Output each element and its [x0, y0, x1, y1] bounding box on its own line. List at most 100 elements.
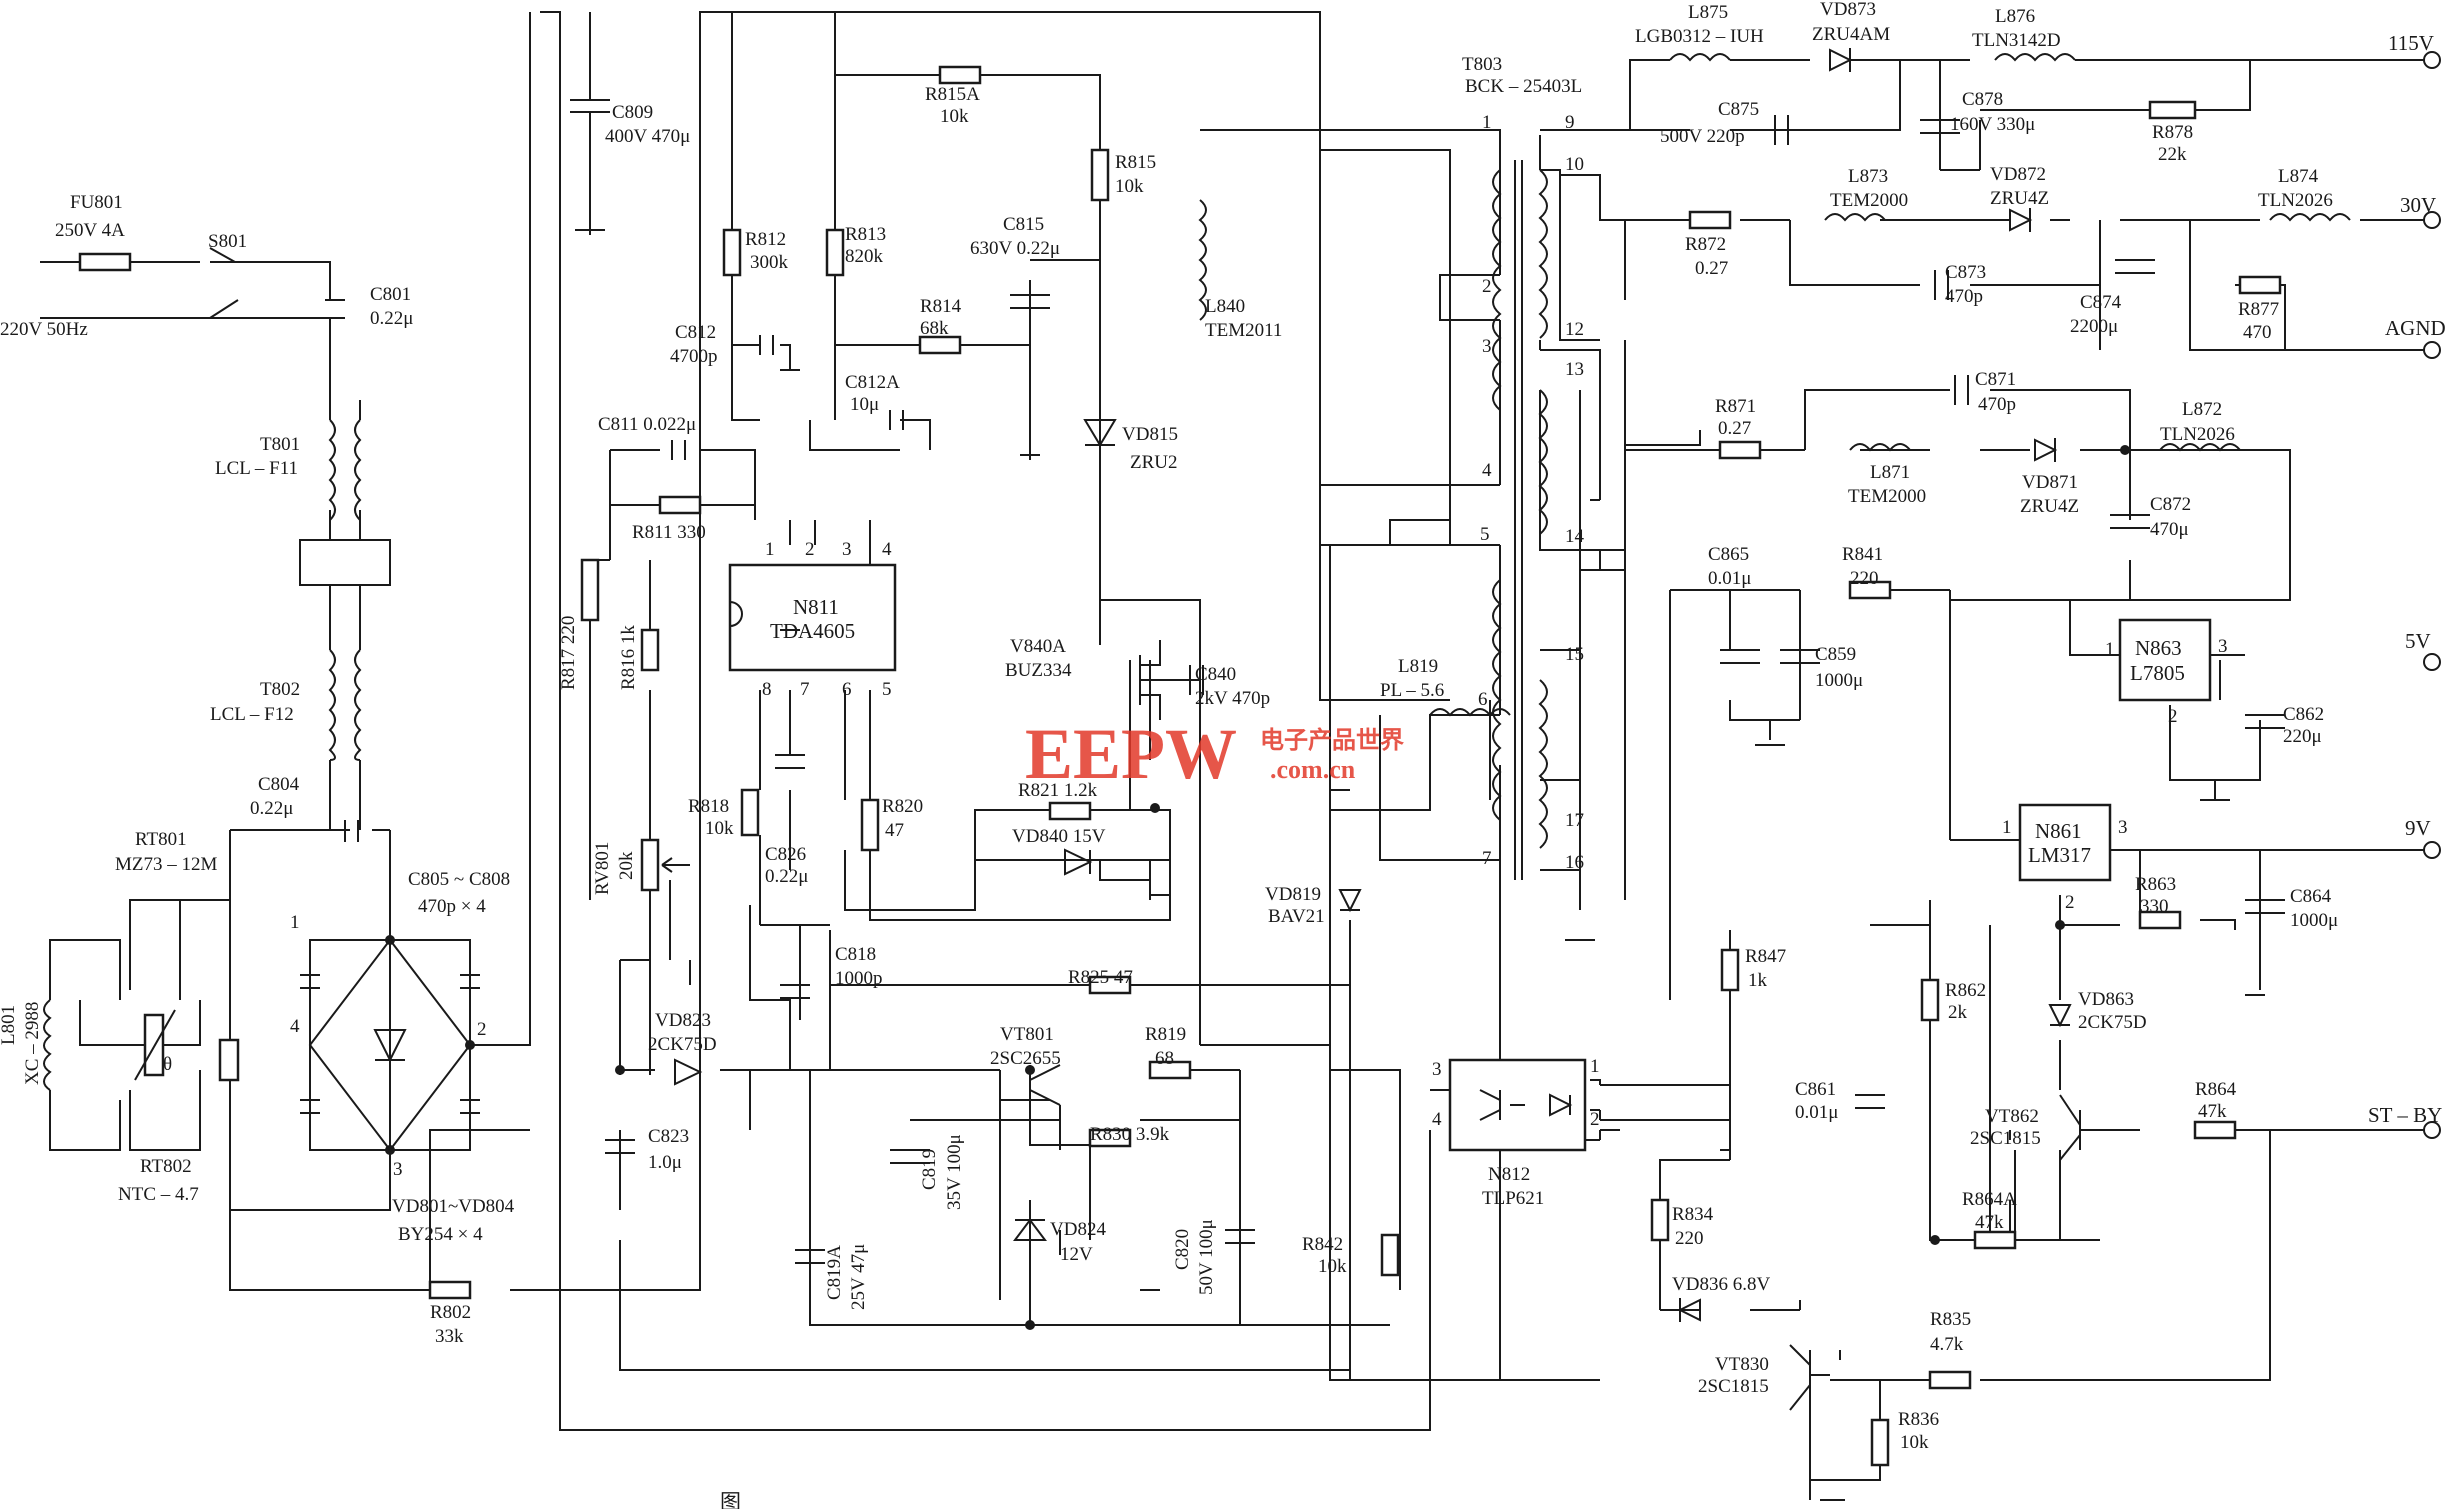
svg-text:1000μ: 1000μ [2290, 910, 2338, 931]
svg-text:115V: 115V [2388, 31, 2434, 55]
svg-text:RT801: RT801 [135, 829, 187, 850]
svg-text:L819: L819 [1398, 656, 1438, 677]
svg-text:3: 3 [1482, 336, 1492, 357]
svg-text:BY254 × 4: BY254 × 4 [398, 1224, 483, 1245]
svg-text:R878: R878 [2152, 122, 2193, 143]
svg-text:VD873: VD873 [1820, 0, 1876, 20]
resistor-r878 [2148, 100, 2197, 120]
diode-vd872 [2009, 208, 2033, 232]
svg-text:R871: R871 [1715, 396, 1756, 417]
svg-text:C823: C823 [648, 1126, 689, 1147]
svg-text:R817 220: R817 220 [558, 616, 579, 690]
svg-text:4.7k: 4.7k [1930, 1334, 1964, 1355]
svg-text:R813: R813 [845, 224, 886, 245]
svg-text:MZ73 – 12M: MZ73 – 12M [115, 854, 218, 875]
svg-text:68k: 68k [920, 318, 949, 339]
capacitor-c820 [1225, 1229, 1255, 1244]
resistor-r818 [740, 788, 760, 837]
capacitor-c812a [889, 410, 904, 430]
capacitor-c801 [325, 299, 345, 319]
svg-text:2: 2 [2065, 892, 2075, 913]
svg-text:R812: R812 [745, 229, 786, 250]
svg-text:C819A: C819A [824, 1245, 845, 1300]
svg-text:C811 0.022μ: C811 0.022μ [598, 414, 696, 435]
svg-text:FU801: FU801 [70, 192, 123, 213]
wires [40, 11, 2440, 1500]
svg-text:L871: L871 [1870, 462, 1910, 483]
svg-text:N811: N811 [793, 595, 839, 619]
svg-text:160V 330μ: 160V 330μ [1950, 114, 2035, 135]
resistor-r864 [2193, 1120, 2237, 1140]
ic-n861 [2018, 803, 2112, 882]
resistor-r812 [722, 228, 742, 277]
svg-text:10k: 10k [705, 818, 734, 839]
svg-text:C820: C820 [1172, 1229, 1193, 1270]
svg-text:ZRU4AM: ZRU4AM [1812, 24, 1890, 45]
svg-text:C861: C861 [1795, 1079, 1836, 1100]
capacitor-c865 [1720, 649, 1760, 664]
diode-vd819 [1338, 889, 1362, 913]
svg-text:R835: R835 [1930, 1309, 1971, 1330]
capacitor-c878 [1920, 119, 1960, 134]
svg-text:2: 2 [1482, 276, 1492, 297]
svg-text:2CK75D: 2CK75D [2078, 1012, 2147, 1033]
svg-text:0.22μ: 0.22μ [765, 866, 808, 887]
svg-text:220: 220 [1850, 568, 1879, 589]
svg-text:47k: 47k [2198, 1101, 2227, 1122]
svg-text:10μ: 10μ [850, 394, 879, 415]
svg-text:1: 1 [1482, 112, 1492, 133]
diode-vd871 [2034, 438, 2058, 462]
svg-text:12V: 12V [1060, 1244, 1093, 1265]
svg-text:R819: R819 [1145, 1024, 1186, 1045]
svg-text:VD819: VD819 [1265, 884, 1321, 905]
choke-t801-b [354, 419, 362, 521]
svg-text:470p: 470p [1945, 286, 1983, 307]
svg-text:9V: 9V [2405, 816, 2431, 840]
svg-text:1.0μ: 1.0μ [648, 1152, 682, 1173]
svg-text:EEPW: EEPW [1025, 714, 1237, 794]
svg-text:2SC2655: 2SC2655 [990, 1048, 1061, 1069]
svg-text:TEM2011: TEM2011 [1205, 320, 1282, 341]
svg-text:6: 6 [842, 679, 852, 700]
svg-text:T801: T801 [260, 434, 300, 455]
zener-vd836 [1677, 1298, 1701, 1322]
svg-text:10k: 10k [1115, 176, 1144, 197]
svg-text:5: 5 [882, 679, 892, 700]
resistor-r842 [1380, 1233, 1400, 1277]
svg-text:R830 3.9k: R830 3.9k [1090, 1124, 1170, 1145]
svg-text:V840A: V840A [1010, 636, 1066, 657]
svg-text:ST – BY: ST – BY [2368, 1103, 2442, 1127]
fuse-fu801 [78, 252, 132, 272]
resistor-r862 [1920, 978, 1940, 1022]
diode-vd823 [674, 1058, 703, 1086]
bridge-diode-symbol [373, 1029, 407, 1063]
svg-text:R821 1.2k: R821 1.2k [1018, 780, 1098, 801]
svg-text:1000μ: 1000μ [1815, 670, 1863, 691]
svg-text:50V 100μ: 50V 100μ [1196, 1219, 1217, 1295]
resistor-r820 [860, 798, 880, 852]
svg-text:R834: R834 [1672, 1204, 1714, 1225]
svg-text:R814: R814 [920, 296, 962, 317]
transformer-t803-secondary-mid [1538, 389, 1548, 535]
svg-text:TLN2026: TLN2026 [2258, 190, 2333, 211]
svg-text:8: 8 [762, 679, 772, 700]
ic-n863 [2118, 618, 2212, 702]
svg-text:C864: C864 [2290, 886, 2332, 907]
svg-text:TEM2000: TEM2000 [1848, 486, 1926, 507]
svg-text:VD836 6.8V: VD836 6.8V [1672, 1274, 1770, 1295]
svg-text:C805 ~ C808: C805 ~ C808 [408, 869, 510, 890]
svg-text:L801: L801 [0, 1005, 19, 1045]
svg-text:0.01μ: 0.01μ [1795, 1102, 1838, 1123]
svg-text:ZRU2: ZRU2 [1130, 452, 1178, 473]
svg-text:10k: 10k [940, 106, 969, 127]
svg-text:20k: 20k [616, 851, 637, 880]
svg-text:9: 9 [1565, 112, 1575, 133]
inductor-l872 [2159, 443, 2241, 452]
transformer-t803-primary-lower [1492, 579, 1502, 821]
diode-vd815 [1083, 419, 1117, 447]
diode-vd863 [2048, 1004, 2072, 1028]
capacitor-c873 [1934, 270, 1949, 300]
svg-text:470p: 470p [1978, 394, 2016, 415]
svg-text:C815: C815 [1003, 214, 1044, 235]
